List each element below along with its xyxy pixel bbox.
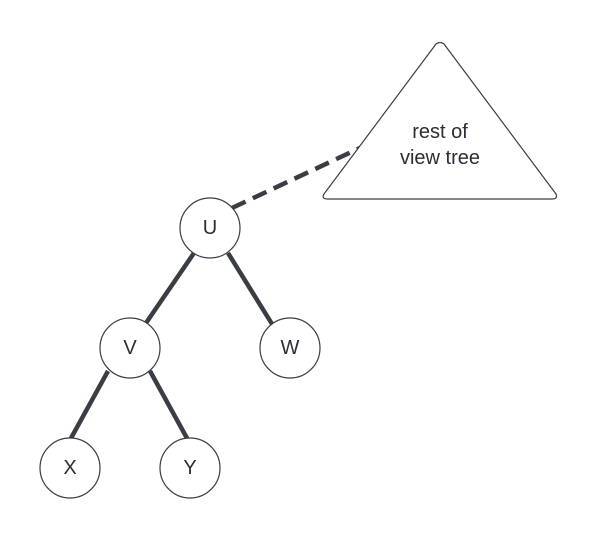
node-y: Y (159, 437, 221, 499)
node-u: U (179, 197, 241, 259)
node-y-label: Y (183, 457, 196, 479)
node-v-circle (99, 317, 161, 379)
node-w: W (259, 317, 321, 379)
node-x-circle (39, 437, 101, 499)
node-u-label: U (203, 217, 217, 239)
edge-u-v (144, 251, 196, 325)
edge-u-w (226, 251, 274, 326)
edge-u-to-rest-of-tree (231, 144, 363, 211)
node-w-circle (259, 317, 321, 379)
subtree-label-line1: rest of (412, 121, 468, 143)
node-w-label: W (281, 337, 300, 359)
node-x-label: X (63, 457, 76, 479)
node-y-circle (159, 437, 221, 499)
edge-v-y (148, 369, 190, 442)
node-v: V (99, 317, 161, 379)
subtree-label-line2: view tree (400, 147, 480, 169)
edge-v-x (68, 369, 110, 442)
node-x: X (39, 437, 101, 499)
rest-of-view-tree-subtree: rest of view tree (322, 41, 558, 200)
node-u-circle (179, 197, 241, 259)
node-v-label: V (123, 337, 137, 359)
subtree-triangle (322, 41, 558, 200)
